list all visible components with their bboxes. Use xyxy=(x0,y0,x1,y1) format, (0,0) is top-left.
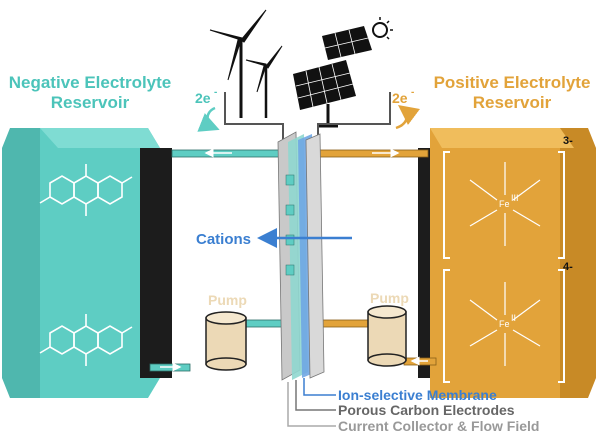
cations-label: Cations xyxy=(196,231,251,248)
fe-bottom-label: Fe xyxy=(499,319,510,329)
electrodes-label: Porous Carbon Electrodes xyxy=(338,402,515,418)
solar-panel-icon xyxy=(293,17,393,128)
electrons-right-sup: - xyxy=(411,87,414,98)
fe-top-label: Fe xyxy=(499,199,510,209)
ferricyanide-complex xyxy=(443,151,565,259)
fe-bottom-oxidation: II xyxy=(511,313,516,323)
electrons-left-sup: - xyxy=(214,87,217,98)
legend-leaders xyxy=(287,378,336,427)
electron-arrow-left-icon xyxy=(197,106,220,132)
charge-top-label: 3- xyxy=(563,135,573,147)
pipes xyxy=(149,148,437,372)
collector-label: Current Collector & Flow Field xyxy=(338,418,539,434)
electrons-left-label: 2e xyxy=(195,90,211,106)
negative-reservoir-title-line2: Reservoir xyxy=(51,93,130,112)
charge-bottom-label: 4- xyxy=(563,261,573,273)
positive-reservoir xyxy=(418,128,596,398)
fe-top-oxidation: III xyxy=(511,193,519,203)
electrons-right-label: 2e xyxy=(392,90,408,106)
pump-right-icon xyxy=(367,305,407,367)
positive-reservoir-title-line2: Reservoir xyxy=(473,93,552,112)
wind-turbine-icon xyxy=(209,9,283,118)
pump-left-icon xyxy=(205,311,247,371)
ferrocyanide-complex xyxy=(443,269,565,383)
membrane-label: Ion-selective Membrane xyxy=(338,387,497,403)
cell-stack xyxy=(277,131,325,381)
pump-left-label: Pump xyxy=(208,292,247,308)
electron-arrow-right-icon xyxy=(395,104,420,130)
pump-right-label: Pump xyxy=(370,290,409,306)
negative-reservoir-title-line1: Negative Electrolyte xyxy=(9,73,172,92)
circuit-wires xyxy=(224,92,391,140)
anthraquinone-molecule-top xyxy=(39,164,133,216)
negative-reservoir xyxy=(2,128,172,398)
positive-reservoir-title-line1: Positive Electrolyte xyxy=(434,73,591,92)
anthraquinone-molecule-bottom xyxy=(39,314,133,366)
